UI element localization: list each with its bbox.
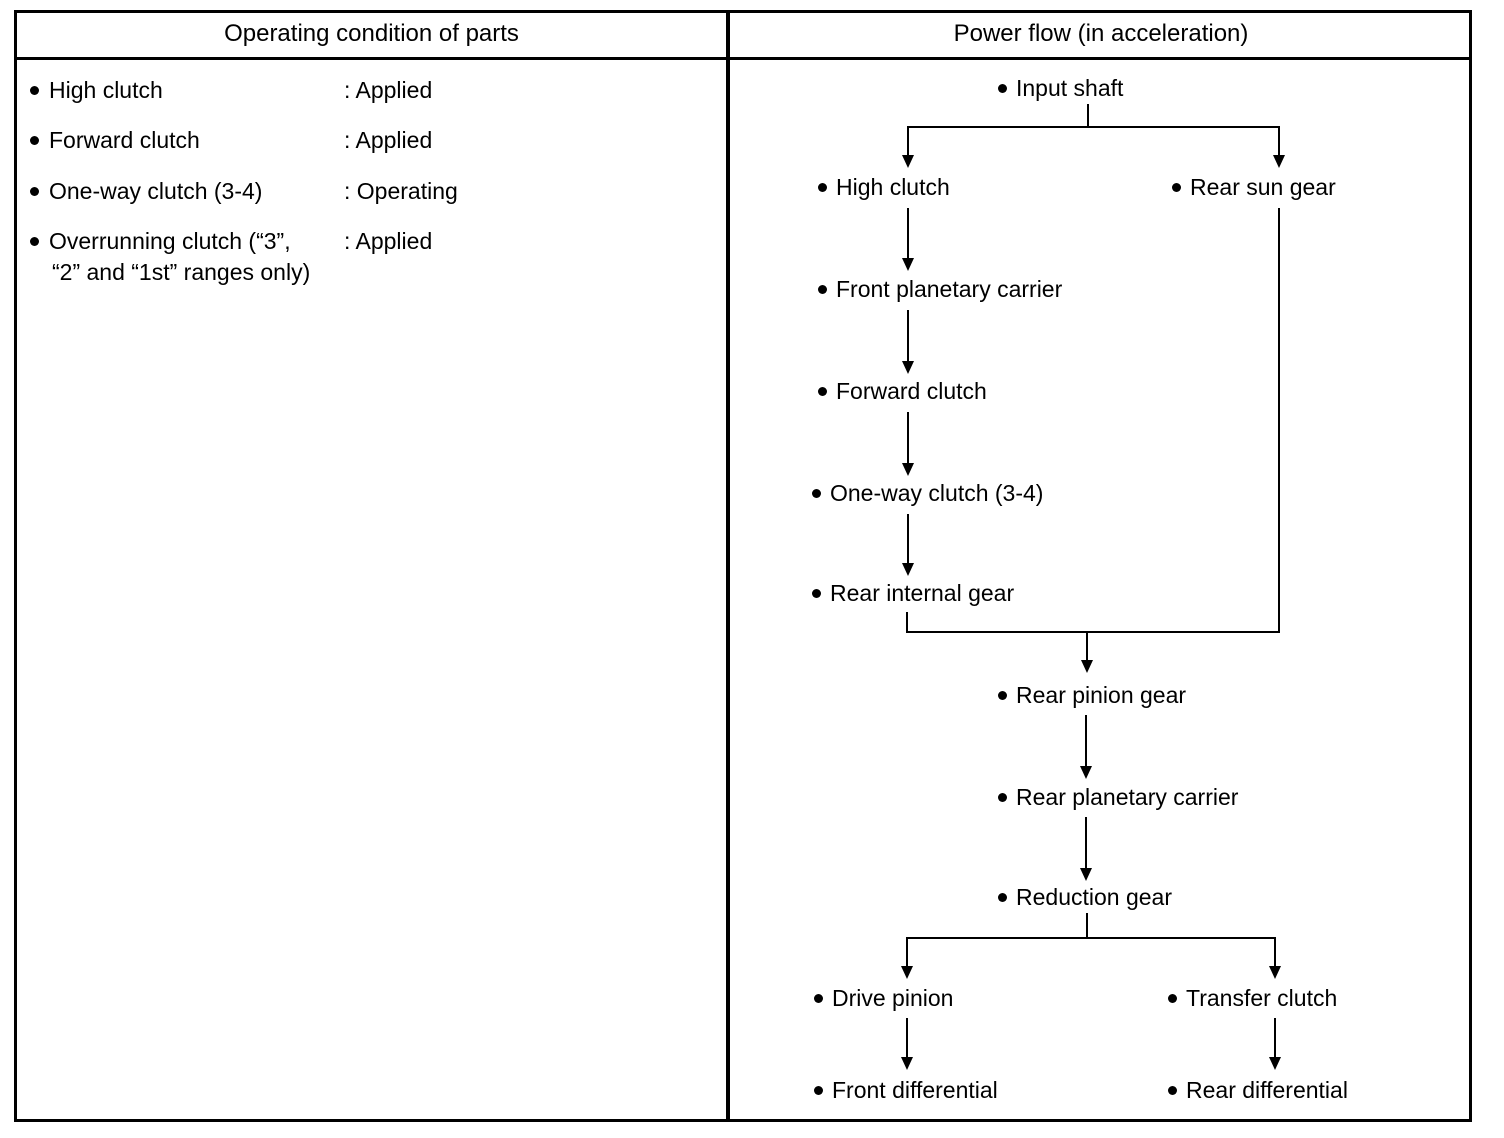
condition-label: High clutch <box>49 77 163 103</box>
condition-label: One-way clutch (3-4) <box>49 178 263 204</box>
condition-value: : Applied <box>344 228 433 254</box>
flow-node-label: Transfer clutch <box>1186 985 1338 1011</box>
arrowhead-to-rear-differential <box>1269 1057 1281 1070</box>
arrowhead-to-one-way-clutch <box>902 463 914 476</box>
node-bullet-icon <box>998 691 1007 700</box>
flow-node-rear-internal-gear: Rear internal gear <box>812 579 1014 607</box>
condition-label-continuation: “2” and “1st” ranges only) <box>52 259 311 285</box>
connector-branch-transfer-clutch <box>1274 937 1276 969</box>
flow-node-rear-planetary-carrier: Rear planetary carrier <box>998 783 1238 811</box>
connector-rear-carrier-to-reduction-gear <box>1085 817 1087 872</box>
flow-node-label: Front planetary carrier <box>836 276 1063 302</box>
connector-merge-bar <box>906 631 1280 633</box>
arrowhead-to-high-clutch <box>902 155 914 168</box>
node-bullet-icon <box>1168 994 1177 1003</box>
node-bullet-icon <box>998 893 1007 902</box>
flow-node-label: Input shaft <box>1016 75 1124 101</box>
connector-split-bar-top <box>907 126 1280 128</box>
flow-node-label: Drive pinion <box>832 985 954 1011</box>
flow-node-one-way-clutch: One-way clutch (3-4) <box>812 479 1043 507</box>
flow-node-label: Rear planetary carrier <box>1016 784 1239 810</box>
node-bullet-icon <box>812 489 821 498</box>
flow-node-rear-pinion-gear: Rear pinion gear <box>998 681 1186 709</box>
node-bullet-icon <box>998 84 1007 93</box>
bullet-icon <box>30 237 39 246</box>
column-header-operating-condition: Operating condition of parts <box>224 20 519 47</box>
node-bullet-icon <box>818 387 827 396</box>
flow-node-drive-pinion: Drive pinion <box>814 984 953 1012</box>
connector-rear-sun-gear-long-down <box>1278 208 1280 633</box>
column-divider <box>726 10 730 1122</box>
connector-drive-pinion-to-front-diff <box>906 1018 908 1063</box>
flow-node-rear-differential: Rear differential <box>1168 1076 1348 1104</box>
arrowhead-to-front-planetary-carrier <box>902 258 914 271</box>
connector-rear-pinion-to-rear-carrier <box>1085 715 1087 770</box>
flow-node-label: Rear pinion gear <box>1016 682 1187 708</box>
connector-split-bar-bottom <box>906 937 1276 939</box>
node-bullet-icon <box>1172 183 1181 192</box>
condition-name: One-way clutch (3-4) <box>30 176 262 207</box>
flow-node-label: Rear sun gear <box>1190 174 1336 200</box>
flow-node-front-differential: Front differential <box>814 1076 998 1104</box>
connector-one-way-clutch-to-rear-internal-gear <box>907 514 909 567</box>
connector-input-stem <box>1087 104 1089 128</box>
connector-merge-stem <box>1086 631 1088 663</box>
bullet-icon <box>30 187 39 196</box>
node-bullet-icon <box>818 183 827 192</box>
flow-node-input-shaft: Input shaft <box>998 74 1123 102</box>
flow-node-label: One-way clutch (3-4) <box>830 480 1044 506</box>
condition-value: : Applied <box>344 77 433 103</box>
connector-branch-drive-pinion <box>906 937 908 969</box>
condition-label: Overrunning clutch (“3”, <box>49 228 291 254</box>
flow-node-transfer-clutch: Transfer clutch <box>1168 984 1337 1012</box>
flow-node-label: High clutch <box>836 174 950 200</box>
condition-value: : Applied <box>344 127 433 153</box>
flow-node-label: Front differential <box>832 1077 998 1103</box>
condition-label: Forward clutch <box>49 127 200 153</box>
arrowhead-to-rear-sun-gear <box>1273 155 1285 168</box>
flow-node-label: Reduction gear <box>1016 884 1172 910</box>
connector-high-clutch-to-front-carrier <box>907 208 909 261</box>
arrowhead-to-forward-clutch <box>902 361 914 374</box>
arrowhead-to-drive-pinion <box>901 966 913 979</box>
connector-branch-right-down <box>1278 126 1280 157</box>
node-bullet-icon <box>1168 1086 1177 1095</box>
header-separator-rule <box>14 57 1472 60</box>
arrowhead-to-rear-planetary-carrier <box>1080 766 1092 779</box>
arrowhead-to-front-differential <box>901 1057 913 1070</box>
flow-node-reduction-gear: Reduction gear <box>998 883 1172 911</box>
flow-node-rear-sun-gear: Rear sun gear <box>1172 173 1336 201</box>
flow-node-front-planetary-carrier: Front planetary carrier <box>818 275 1062 303</box>
flow-node-label: Rear internal gear <box>830 580 1015 606</box>
table-outer-border <box>14 10 1472 1122</box>
connector-rear-internal-gear-down <box>906 612 908 633</box>
flow-node-label: Forward clutch <box>836 378 987 404</box>
arrowhead-to-transfer-clutch <box>1269 966 1281 979</box>
flow-node-label: Rear differential <box>1186 1077 1348 1103</box>
condition-name: Overrunning clutch (“3”, <box>30 226 291 257</box>
arrowhead-to-reduction-gear <box>1080 868 1092 881</box>
arrowhead-to-rear-internal-gear <box>902 563 914 576</box>
bullet-icon <box>30 86 39 95</box>
condition-name: Forward clutch <box>30 125 200 156</box>
node-bullet-icon <box>814 994 823 1003</box>
connector-front-carrier-to-forward-clutch <box>907 310 909 365</box>
bullet-icon <box>30 136 39 145</box>
column-header-power-flow: Power flow (in acceleration) <box>953 20 1249 47</box>
condition-value: : Operating <box>344 178 458 204</box>
connector-forward-clutch-to-one-way-clutch <box>907 412 909 468</box>
flow-node-high-clutch: High clutch <box>818 173 950 201</box>
node-bullet-icon <box>818 285 827 294</box>
node-bullet-icon <box>814 1086 823 1095</box>
connector-branch-left-down <box>907 126 909 157</box>
node-bullet-icon <box>812 589 821 598</box>
flow-node-forward-clutch: Forward clutch <box>818 377 987 405</box>
arrowhead-to-rear-pinion-gear <box>1081 660 1093 673</box>
connector-transfer-clutch-to-rear-diff <box>1274 1018 1276 1063</box>
node-bullet-icon <box>998 793 1007 802</box>
condition-name: High clutch <box>30 75 163 106</box>
connector-reduction-stem <box>1086 913 1088 938</box>
